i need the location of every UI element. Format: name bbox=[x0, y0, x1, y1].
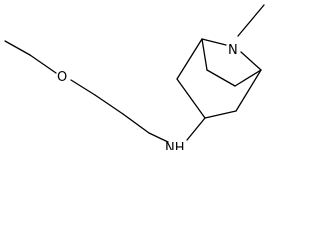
bond-ethyl-terminal bbox=[4, 40, 31, 56]
bond-bridge-c7-c5 bbox=[234, 69, 262, 87]
bond-ring-c2-c1 bbox=[176, 38, 203, 80]
bond-ethyl-to-oxygen bbox=[29, 54, 57, 74]
bond-propyl-1 bbox=[94, 94, 124, 115]
bond-n-methyl bbox=[237, 4, 265, 37]
bond-ring-c3-c2 bbox=[176, 78, 206, 119]
bond-ring-c4-c5 bbox=[235, 69, 262, 112]
bond-propyl-2 bbox=[122, 113, 150, 134]
bond-bridge-c6-c7 bbox=[206, 69, 236, 87]
bond-propyl-to-nh bbox=[148, 132, 169, 143]
bond-oxygen-to-propyl bbox=[70, 79, 96, 96]
bond-nh-to-ring bbox=[186, 117, 206, 141]
bridge-nitrogen-label: N bbox=[228, 43, 238, 58]
oxygen-atom-label: O bbox=[57, 70, 67, 85]
amine-nh-label: NH bbox=[165, 141, 185, 150]
bond-ring-c3-c4 bbox=[204, 110, 237, 119]
bond-bridge-c1-c6 bbox=[201, 38, 208, 71]
bond-bridge-n-to-c5 bbox=[240, 51, 262, 71]
bond-c1-to-bridge-n bbox=[201, 38, 227, 46]
chemical-structure: O NH N bbox=[4, 4, 265, 150]
